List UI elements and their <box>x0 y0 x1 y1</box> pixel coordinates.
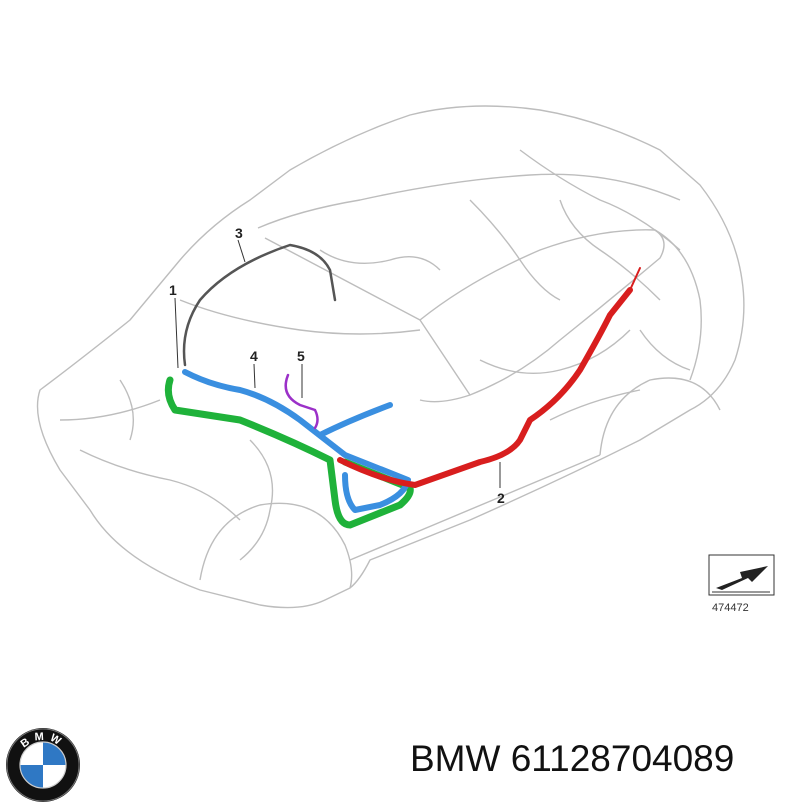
callout-2: 2 <box>497 490 505 506</box>
reference-box <box>708 554 775 596</box>
callout-5: 5 <box>297 348 305 364</box>
harness-3-gray <box>182 243 337 367</box>
harness-2-red <box>337 287 633 488</box>
part-caption: BMW 61128704089 <box>410 738 795 780</box>
callout-1: 1 <box>169 282 177 298</box>
part-brand: BMW <box>410 738 501 779</box>
harness-2-red-tail <box>629 267 641 291</box>
harness-1-green <box>164 376 414 529</box>
callout-3: 3 <box>235 225 243 241</box>
callout-leaders <box>174 239 501 488</box>
harness-4-blue <box>182 369 411 513</box>
bmw-logo-roundel: BMW <box>6 728 80 802</box>
car-body-outline <box>36 105 745 609</box>
reference-number: 474472 <box>712 602 749 614</box>
callout-4: 4 <box>250 348 258 364</box>
arrow-icon <box>716 566 768 590</box>
bmw-logo: BMW <box>4 726 82 804</box>
part-number: 61128704089 <box>510 738 735 779</box>
harness-5-purple <box>284 373 319 430</box>
